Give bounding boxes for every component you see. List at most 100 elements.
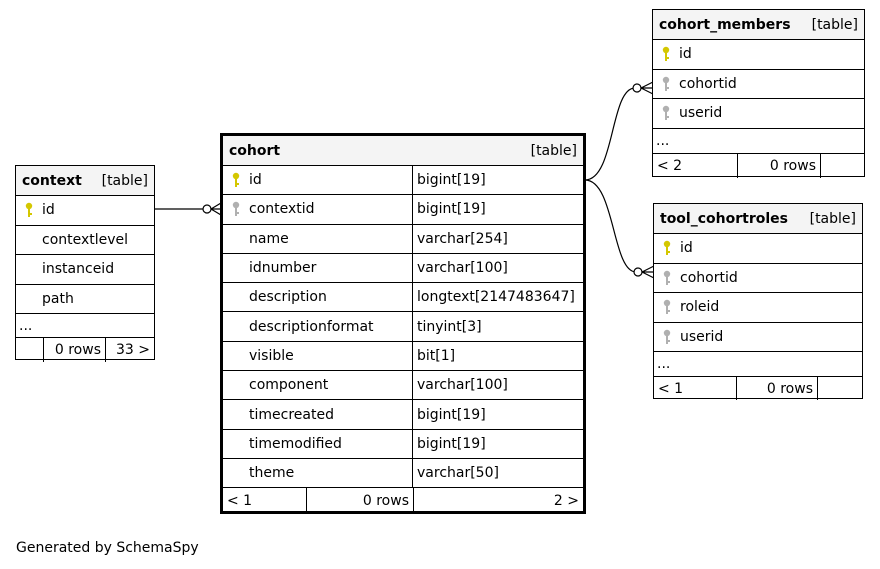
- footer-parents[interactable]: < 2: [653, 153, 738, 178]
- foreign-key-icon: [654, 329, 680, 345]
- primary-key-icon: [653, 46, 679, 62]
- column-name: userid: [680, 328, 724, 345]
- column-row[interactable]: component varchar[100]: [223, 371, 583, 401]
- column-row[interactable]: visible bit[1]: [223, 341, 583, 372]
- more-columns: ...: [16, 314, 154, 338]
- table-name: cohort_members: [659, 16, 791, 33]
- table-tag: [table]: [809, 210, 856, 227]
- table-context-header: context [table]: [16, 166, 154, 196]
- footer-row-count: 0 rows: [737, 377, 818, 400]
- column-type: varchar[254]: [412, 224, 583, 253]
- table-footer: < 2 0 rows: [653, 153, 864, 178]
- relation-cohort-members-crowfoot: [640, 81, 654, 95]
- footer-row-count: 0 rows: [307, 488, 414, 515]
- footer-parents: [16, 338, 44, 362]
- column-type: varchar[100]: [412, 371, 583, 400]
- footer-children: [818, 377, 862, 400]
- foreign-key-icon: [654, 299, 680, 315]
- footer-children[interactable]: 33 >: [116, 342, 150, 358]
- column-name: id: [679, 46, 692, 63]
- relation-cohort-members: [584, 87, 636, 181]
- column-name: timemodified: [249, 435, 342, 452]
- column-row[interactable]: theme varchar[50]: [223, 458, 583, 489]
- column-type: bit[1]: [412, 341, 583, 371]
- column-row[interactable]: cohortid: [654, 264, 862, 293]
- column-row[interactable]: id: [16, 196, 154, 226]
- table-footer: 0 rows 33 >: [16, 338, 154, 362]
- column-row[interactable]: timemodified bigint[19]: [223, 429, 583, 459]
- column-type: varchar[50]: [412, 458, 583, 488]
- foreign-key-icon: [653, 105, 679, 121]
- column-name: roleid: [680, 299, 720, 316]
- column-row[interactable]: userid: [654, 323, 862, 352]
- column-row[interactable]: userid: [653, 99, 864, 129]
- table-context[interactable]: context [table] id contextlevel instanceid…: [15, 165, 155, 362]
- foreign-key-icon: [653, 76, 679, 92]
- foreign-key-icon: [223, 201, 249, 217]
- column-row[interactable]: name varchar[254]: [223, 224, 583, 254]
- footer-children[interactable]: 2 >: [553, 493, 579, 510]
- column-row[interactable]: contextlevel: [16, 226, 154, 255]
- table-cohort-members-header: cohort_members [table]: [653, 10, 864, 40]
- column-name: contextid: [249, 201, 315, 218]
- column-row[interactable]: roleid: [654, 293, 862, 323]
- column-row[interactable]: id: [653, 40, 864, 70]
- column-name: name: [249, 230, 289, 247]
- table-footer: < 1 0 rows: [654, 377, 862, 400]
- table-name: cohort: [229, 142, 281, 159]
- column-row[interactable]: cohortid: [653, 70, 864, 99]
- table-tag: [table]: [811, 16, 858, 33]
- column-name: theme: [249, 465, 295, 482]
- relation-cohort-roles-optional: [633, 267, 643, 277]
- column-name: id: [680, 240, 693, 257]
- footer-row-count: 0 rows: [44, 338, 106, 362]
- column-list: id contextlevel instanceid path: [16, 196, 154, 314]
- column-list: id cohortid roleid userid: [654, 234, 862, 352]
- column-row[interactable]: path: [16, 285, 154, 314]
- column-name: contextlevel: [42, 231, 129, 248]
- table-cohort-header: cohort [table]: [223, 136, 583, 166]
- footer-row-count: 0 rows: [738, 153, 821, 178]
- footer-parents[interactable]: < 1: [654, 377, 737, 400]
- footer-parents[interactable]: < 1: [223, 488, 307, 515]
- column-row[interactable]: description longtext[2147483647]: [223, 283, 583, 313]
- table-tool-cohortroles-header: tool_cohortroles [table]: [654, 204, 862, 234]
- more-columns: ...: [653, 129, 864, 154]
- generated-by-label: Generated by SchemaSpy: [16, 540, 199, 556]
- column-name: component: [249, 377, 329, 394]
- column-row[interactable]: id: [654, 234, 862, 264]
- column-name: path: [42, 290, 74, 307]
- footer-children: [821, 154, 864, 178]
- table-tag: [table]: [101, 172, 148, 189]
- relation-context-cohort-crowfoot: [210, 202, 222, 216]
- column-type: bigint[19]: [412, 429, 583, 458]
- column-list: id cohortid userid: [653, 40, 864, 129]
- table-tool-cohortroles[interactable]: tool_cohortroles [table] id cohortid rolei…: [653, 203, 863, 400]
- column-type: bigint[19]: [412, 195, 583, 224]
- table-tag: [table]: [530, 142, 577, 159]
- column-row[interactable]: instanceid: [16, 255, 154, 285]
- column-type: longtext[2147483647]: [412, 283, 583, 312]
- column-type: bigint[19]: [412, 166, 583, 195]
- table-footer: < 1 0 rows 2 >: [223, 488, 583, 515]
- column-name: cohortid: [679, 75, 737, 92]
- table-name: tool_cohortroles: [660, 210, 788, 227]
- table-name: context: [22, 172, 82, 189]
- column-name: visible: [249, 347, 294, 364]
- column-type: bigint[19]: [412, 400, 583, 429]
- column-name: idnumber: [249, 260, 317, 277]
- column-name: description: [249, 289, 327, 306]
- primary-key-icon: [16, 202, 42, 218]
- relation-cohort-members-optional: [632, 83, 642, 93]
- column-row[interactable]: contextid bigint[19]: [223, 195, 583, 225]
- column-name: id: [42, 202, 55, 219]
- column-name: instanceid: [42, 261, 115, 278]
